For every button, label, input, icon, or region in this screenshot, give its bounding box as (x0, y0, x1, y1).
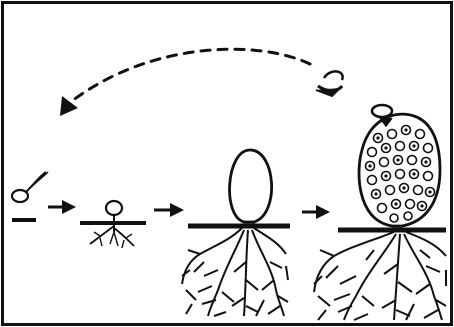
discharge-cap (372, 105, 392, 117)
